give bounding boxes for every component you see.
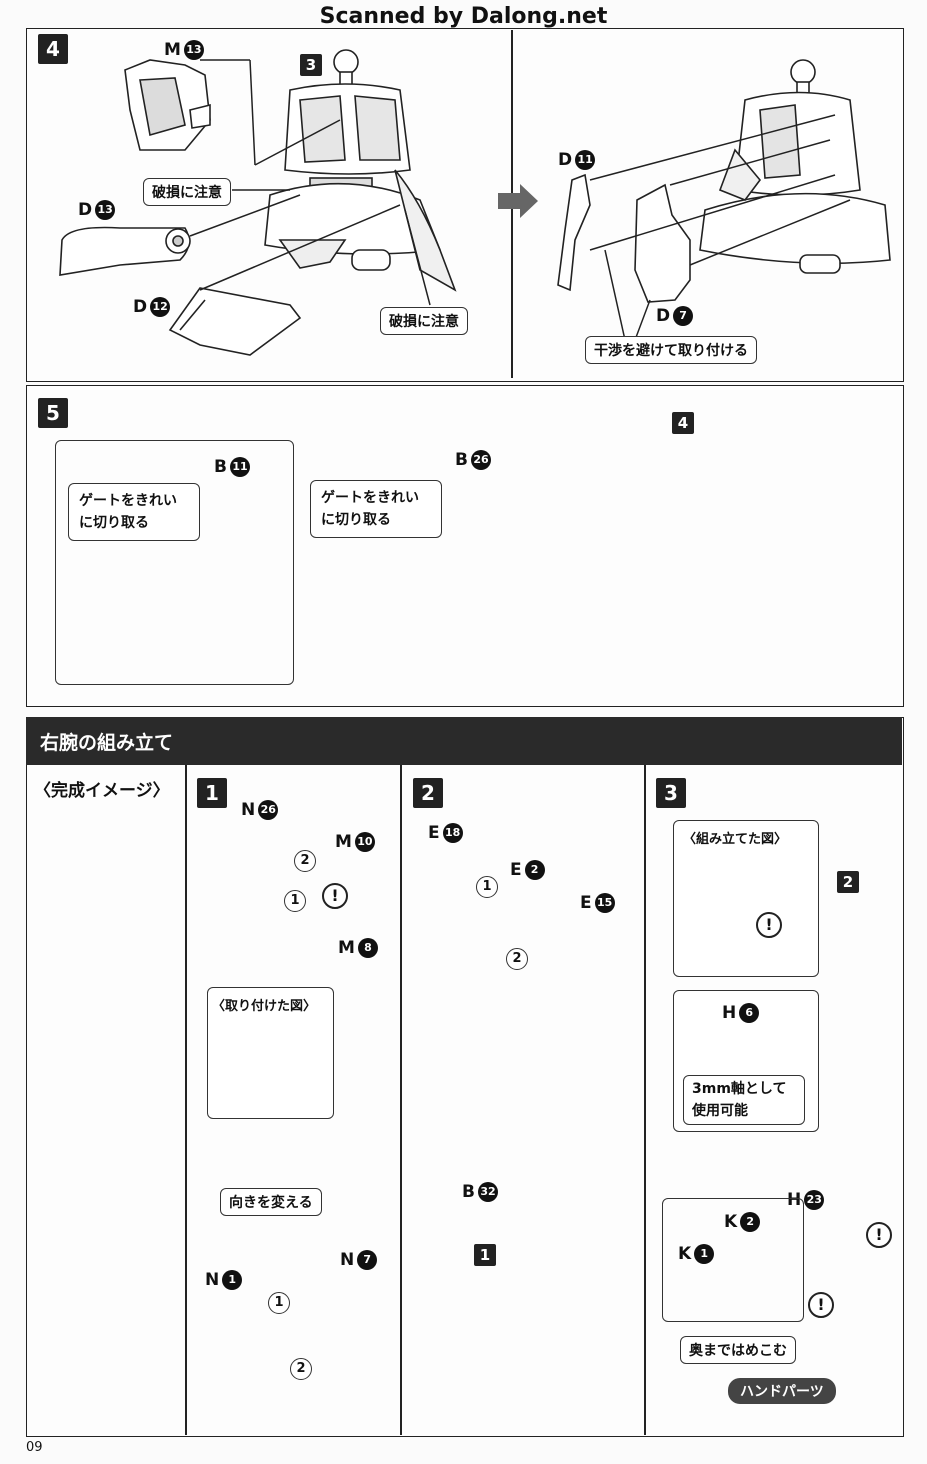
part-m13-illustration [124,59,211,151]
step-5-number: 5 [38,398,68,428]
arm-step-1-number: 1 [197,778,227,808]
step4-right-leader-lines [589,114,851,341]
assembled-view-label: 〈組み立てた図〉 [683,832,788,847]
gate-trim-note-1: ゲートをきれい に切り取る [68,483,200,541]
warning-icon: ! [322,883,348,909]
gate-trim-note-2: ゲートをきれい に切り取る [310,480,442,538]
step-5-subassembly-number: 4 [672,412,694,434]
warning-icon: ! [756,912,782,938]
part-d11-illustration [557,173,591,292]
b11-detail-box [55,440,294,685]
step-4-subassembly-number: 3 [300,54,322,76]
shaft-note: 3mm軸として 使用可能 [683,1075,805,1125]
arm-step-3-number: 3 [656,778,686,808]
step4-body-illustration [264,49,457,292]
arm-step-2-subassembly-number: 1 [474,1244,496,1266]
order-mark-2: 2 [506,948,528,970]
step4-right-body-illustration [699,59,891,274]
part-d12-illustration [168,287,302,356]
attached-view-box [207,987,334,1119]
step4-leader-lines [189,59,431,306]
step-5-panel [26,385,904,707]
page-number: 09 [26,1440,43,1455]
part-d7-illustration [634,183,691,303]
completed-image-label: 〈完成イメージ〉 [34,781,170,801]
right-arm-section-header: 右腕の組み立て [26,717,902,765]
warning-icon: ! [808,1292,834,1318]
column-divider-1 [185,765,187,1435]
hand-parts-tag: ハンドパーツ [728,1378,836,1404]
warning-icon: ! [866,1222,892,1248]
order-mark-2: 2 [294,850,316,872]
assembled-view-box [673,820,819,977]
step-4-number: 4 [38,34,68,64]
order-mark-1: 1 [476,876,498,898]
part-d13-illustration [59,226,191,276]
attached-view-label: 〈取り付けた図〉 [212,999,317,1014]
damage-warning-callout-1: 破損に注意 [143,178,231,206]
watermark: Scanned by Dalong.net [319,4,608,29]
order-mark-2: 2 [290,1358,312,1380]
section-title: 右腕の組み立て [40,732,174,754]
change-direction-callout: 向きを変える [220,1188,322,1216]
order-mark-1: 1 [268,1292,290,1314]
press-fully-callout: 奥まではめこむ [680,1336,796,1364]
interference-callout: 干渉を避けて取り付ける [585,336,757,364]
step4-next-arrow [498,184,538,218]
column-divider-3 [644,765,646,1435]
column-divider-2 [400,765,402,1435]
order-mark-1: 1 [284,890,306,912]
arm-step-3-subassembly-number: 2 [837,871,859,893]
arm-step-2-number: 2 [413,778,443,808]
k-parts-box [662,1198,804,1322]
damage-warning-callout-2: 破損に注意 [380,307,468,335]
